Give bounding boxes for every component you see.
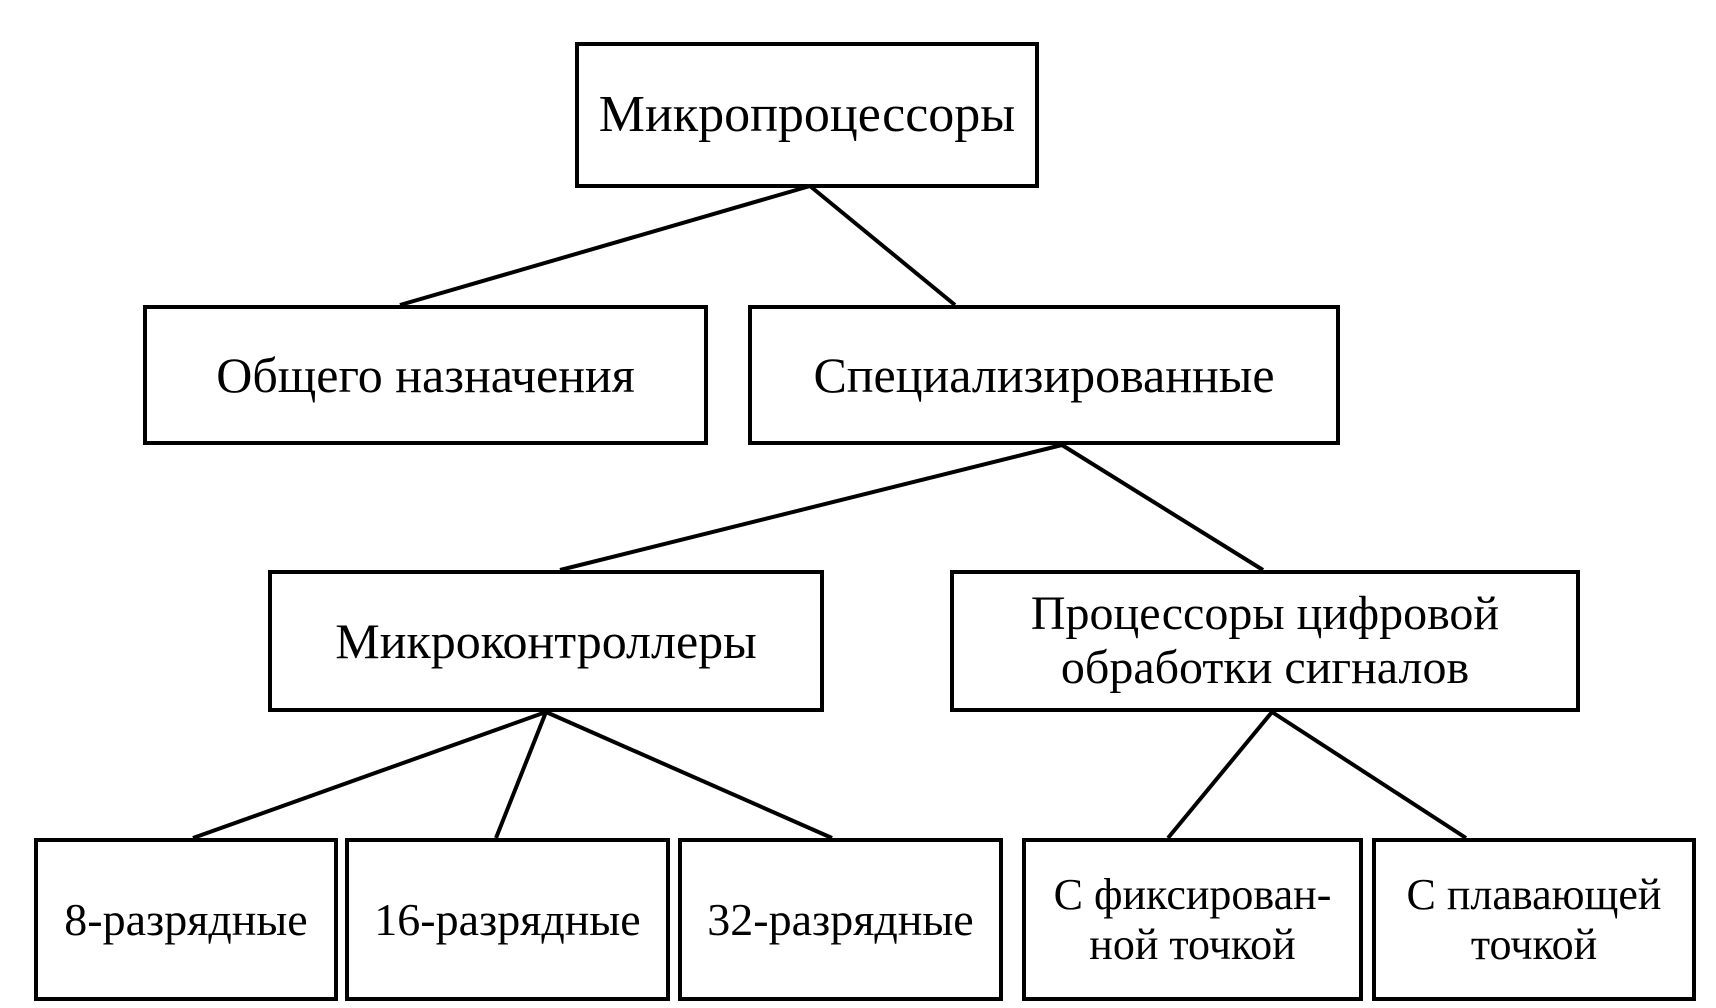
edge-mcu-to-bit8 [192, 710, 547, 840]
node-8-bit: 8-разрядные [34, 838, 338, 1001]
edge-mcu-to-bit16 [494, 711, 548, 839]
node-specialized: Специализированные [748, 305, 1340, 445]
node-general-purpose: Общего назначения [143, 305, 708, 445]
node-label: 32-разрядные [707, 893, 974, 945]
edge-root-to-specialized [808, 184, 957, 307]
node-label: Процессоры цифровой обработки сигналов [1030, 587, 1500, 694]
node-microprocessors: Микропроцессоры [575, 42, 1039, 188]
edge-mcu-to-bit32 [545, 710, 833, 840]
node-32-bit: 32-разрядные [678, 838, 1003, 1001]
node-fixed-point: С фиксирован- ной точкой [1022, 838, 1363, 1001]
node-label: Микропроцессоры [598, 85, 1016, 143]
node-label: С фиксирован- ной точкой [1053, 870, 1332, 969]
node-label: С плавающей точкой [1406, 870, 1662, 969]
node-digital-signal-processors: Процессоры цифровой обработки сигналов [950, 570, 1580, 712]
node-16-bit: 16-разрядные [345, 838, 670, 1001]
edge-root-to-general [399, 184, 811, 307]
edge-dsp-to-fixedpoint [1166, 710, 1274, 840]
node-label: 16-разрядные [374, 893, 641, 945]
node-label: Общего назначения [216, 347, 635, 403]
node-floating-point: С плавающей точкой [1372, 838, 1696, 1001]
edge-specialized-to-mcu [559, 443, 1063, 572]
node-microcontrollers: Микроконтроллеры [268, 570, 824, 712]
edge-dsp-to-floatingpoint [1270, 710, 1468, 840]
node-label: Микроконтроллеры [335, 613, 757, 669]
edge-specialized-to-dsp [1060, 443, 1265, 572]
node-label: 8-разрядные [64, 893, 308, 945]
node-label: Специализированные [813, 347, 1275, 403]
